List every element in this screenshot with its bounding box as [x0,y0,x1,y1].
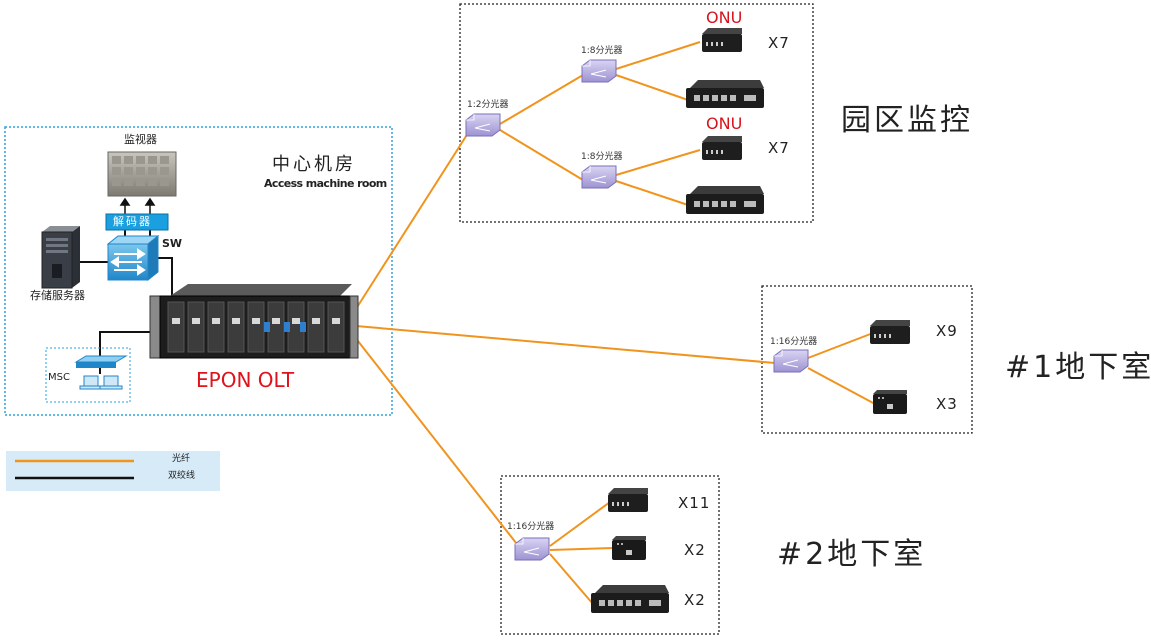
center-room-subtitle: Access machine room [264,177,387,190]
monitor-wall [107,151,177,197]
campus-onu-2-icon [702,136,742,160]
campus-splitter-1-label: 1:8分光器 [581,46,623,56]
campus-splitter-1-icon [581,59,617,83]
basement1-zone-name: #1地下室 [1005,350,1151,385]
msc-frame [45,347,131,403]
campus-switch-1-icon [686,80,764,108]
decoder-box [105,213,169,231]
msc-laptops-icon [79,375,123,390]
center-room-frame [4,126,393,416]
campus-root-splitter-icon [465,113,501,137]
monitor-label: 监视器 [124,133,157,146]
basement2-count-1: X11 [678,494,711,512]
basement2-splitter-icon [514,537,550,561]
switch-icon [106,234,160,282]
basement1-splitter-label: 1:16分光器 [770,337,818,347]
olt-label: EPON OLT [196,368,295,392]
legend-fiber-label: 光纤 [172,454,191,464]
basement1-count-2: X3 [936,395,958,413]
basement2-switch-icon [591,585,669,613]
msc-label: MSC [48,372,70,383]
basement2-zone-name: #2地下室 [777,537,927,572]
basement1-onu-2-icon [873,390,907,414]
decoder-label: 解码器 [113,215,152,228]
storage-server-icon [41,226,80,289]
basement2-count-3: X2 [684,591,706,609]
basement1-splitter-icon [773,349,809,373]
basement1-count-1: X9 [936,322,958,340]
switch-label: SW [162,237,183,250]
basement2-zone-frame [500,475,720,635]
campus-splitter-2-icon [581,165,617,189]
legend-box [6,451,220,491]
basement2-onu-1-icon [608,488,648,512]
fiber-links [353,41,876,605]
basement2-count-2: X2 [684,541,706,559]
campus-onu-1-label: ONU [706,8,743,27]
center-room-title: 中心机房 [272,154,356,175]
basement1-onu-1-icon [870,320,910,344]
storage-server-label: 存储服务器 [30,289,85,302]
campus-splitter-2-label: 1:8分光器 [581,152,623,162]
campus-onu-1-icon [702,28,742,52]
campus-zone-frame [459,3,814,223]
campus-root-splitter-label: 1:2分光器 [467,100,509,110]
campus-count-1: X7 [768,34,790,52]
decoder-arrows [119,197,156,214]
campus-count-2: X7 [768,139,790,157]
basement2-onu-2-icon [612,536,646,560]
campus-switch-2-icon [686,186,764,214]
epon-olt-chassis [149,284,359,359]
campus-onu-2-label: ONU [706,114,743,133]
msc-switch-icon [74,355,128,368]
campus-zone-name: 园区监控 [841,103,973,138]
basement1-zone-frame [761,285,973,434]
legend-cable-label: 双绞线 [168,471,196,481]
basement2-splitter-label: 1:16分光器 [507,522,555,532]
